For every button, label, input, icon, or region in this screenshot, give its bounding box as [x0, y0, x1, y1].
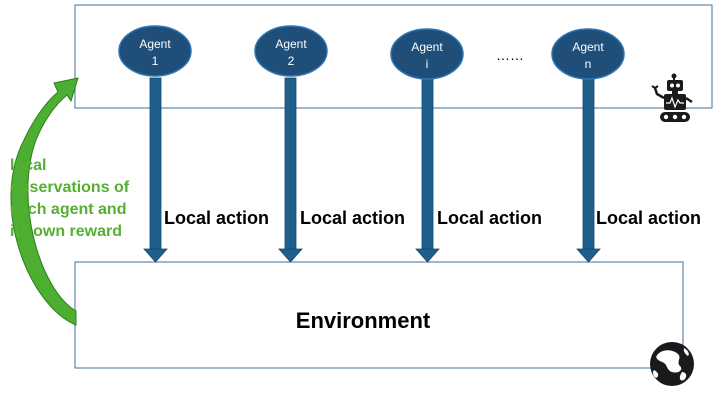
local-action-label-1: Local action: [164, 208, 269, 228]
environment-label: Environment: [296, 308, 431, 333]
agent-2-name: Agent: [275, 37, 307, 51]
environment-box: [74, 261, 684, 369]
agent-1-index: 1: [152, 54, 159, 68]
feedback-line-3: each agent and: [10, 201, 126, 218]
agent-i: Agent i: [390, 28, 464, 80]
feedback-line-4: its own reward: [10, 223, 122, 240]
local-action-label-2: Local action: [300, 208, 405, 228]
agent-i-index: i: [426, 57, 429, 71]
feedback-line-1: local: [10, 157, 46, 174]
feedback-line-2: observations of: [10, 179, 130, 196]
agent-i-name: Agent: [411, 40, 443, 54]
action-arrow-3: [415, 77, 440, 263]
agent-n-name: Agent: [572, 40, 604, 54]
feedback-text: local observations of each agent and its…: [10, 157, 130, 240]
agents-ellipsis: ……: [496, 47, 524, 63]
feedback-arrow: [10, 77, 79, 326]
action-arrows: [143, 77, 601, 263]
agent-1-name: Agent: [139, 37, 171, 51]
agent-n: Agent n: [551, 28, 625, 80]
agent-n-index: n: [585, 57, 592, 71]
action-arrow-1: [143, 77, 168, 263]
agent-2-index: 2: [288, 54, 295, 68]
local-action-label-4: Local action: [596, 208, 701, 228]
globe-icon: [650, 342, 694, 386]
robot-icon: [651, 73, 693, 122]
agent-1: Agent 1: [118, 25, 192, 77]
agent-2: Agent 2: [254, 25, 328, 77]
action-arrow-2: [278, 77, 303, 263]
local-action-label-3: Local action: [437, 208, 542, 228]
